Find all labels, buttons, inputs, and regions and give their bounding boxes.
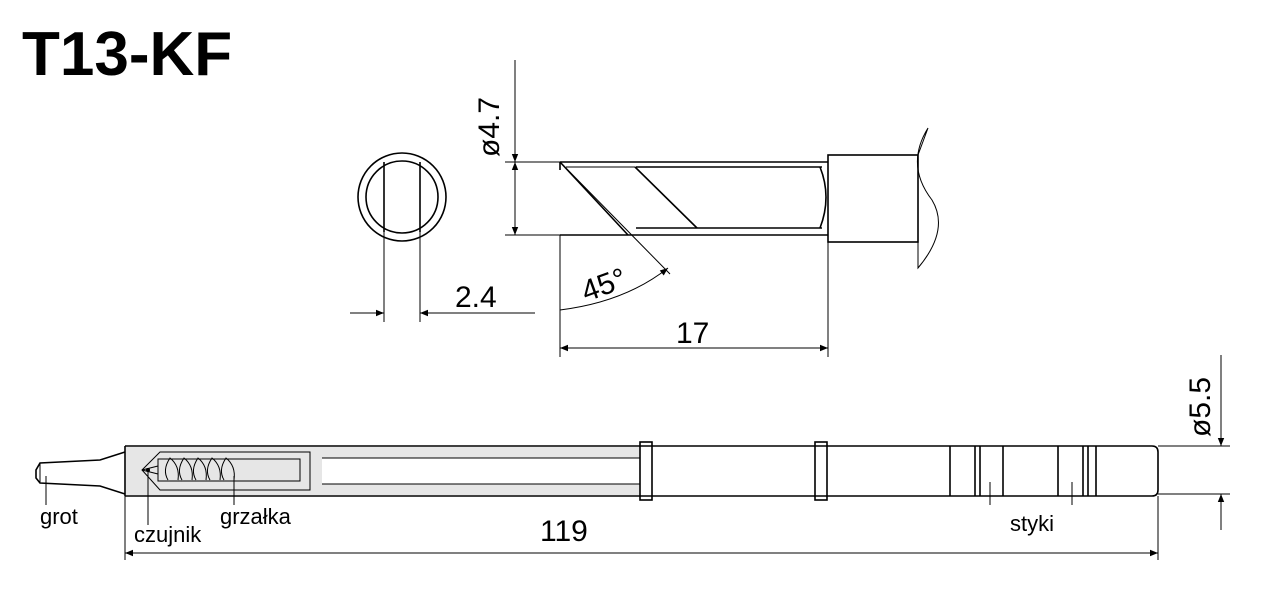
ring-1 <box>639 441 653 501</box>
tip-side-view <box>559 127 939 270</box>
housing <box>126 447 640 495</box>
blade-width-value: 2.4 <box>455 281 497 314</box>
tip-end-view <box>357 152 447 322</box>
label-leaders <box>45 470 1073 525</box>
cartridge-view <box>35 441 1159 501</box>
label-grzalka: grzałka <box>220 504 292 529</box>
label-czujnik: czujnik <box>134 522 202 547</box>
tip-diameter-value: ø4.7 <box>473 97 506 157</box>
label-grot: grot <box>40 504 78 529</box>
sensor <box>141 465 159 475</box>
blade-width-dimension: 2.4 <box>350 281 535 317</box>
total-length-dimension: 119 <box>124 496 1159 560</box>
body-diameter-dimension: ø5.5 <box>1158 355 1230 530</box>
contacts <box>949 446 1097 496</box>
heater-coil <box>164 457 235 481</box>
heater-element <box>157 458 301 482</box>
tip-diameter-dimension: ø4.7 <box>473 60 560 236</box>
body-diameter-value: ø5.5 <box>1184 377 1217 437</box>
grot-tip <box>35 451 126 495</box>
tip-length-dimension: 17 <box>559 235 829 357</box>
ring-2 <box>814 441 828 501</box>
total-length-value: 119 <box>540 515 588 548</box>
label-styki: styki <box>1010 511 1054 536</box>
drawing-title: T13-KF <box>22 20 232 89</box>
angle-value: 45° <box>577 262 631 309</box>
tip-length-value: 17 <box>676 317 709 350</box>
